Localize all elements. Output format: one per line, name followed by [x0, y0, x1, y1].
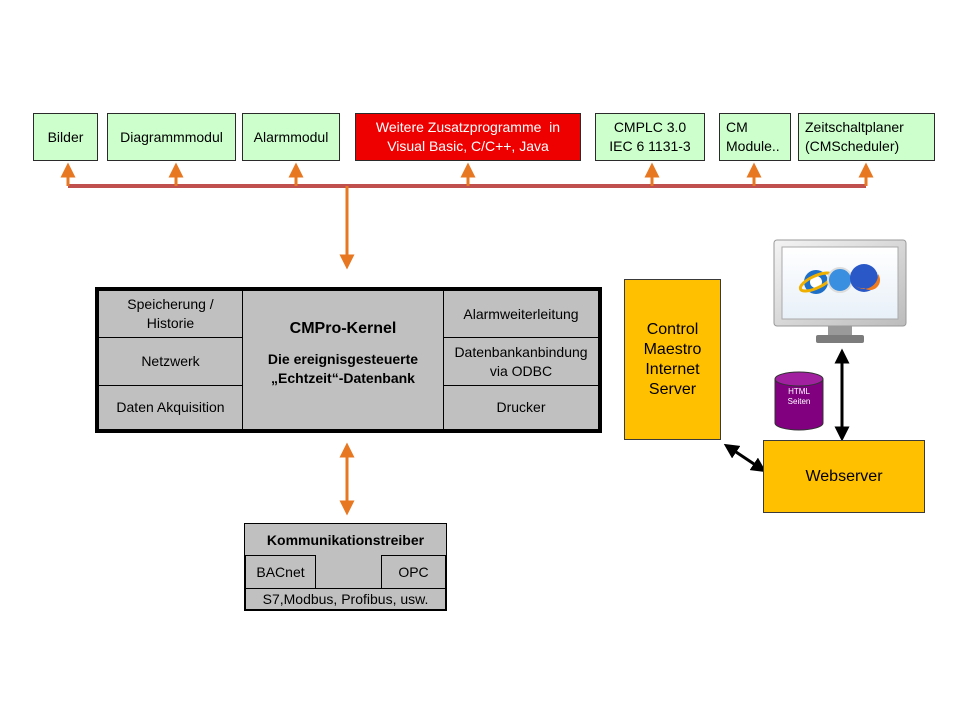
kernel-subtitle: Die ereignisgesteuerte „Echtzeit“-Datenb… [267, 350, 419, 386]
driver-protocols-label: S7,Modbus, Profibus, usw. [262, 591, 429, 607]
html-database-icon: HTML Seiten [773, 371, 825, 431]
html-database-label: HTML Seiten [787, 387, 811, 406]
kernel-cell-drucker: Drucker [443, 385, 599, 430]
kernel-cell-netzwerk-label: Netzwerk [141, 353, 200, 369]
driver-opc-label: OPC [398, 564, 429, 580]
kernel-cell-datenbankanbindung: Datenbankanbindung via ODBC [443, 337, 599, 386]
module-bilder: Bilder [33, 113, 98, 161]
kernel-cell-netzwerk: Netzwerk [98, 337, 243, 386]
kernel-cell-alarmweiterleitung-label: Alarmweiterleitung [463, 305, 579, 322]
webserver-label: Webserver [805, 467, 883, 485]
module-zusatzprogramme: Weitere Zusatzprogramme in Visual Basic,… [355, 113, 581, 161]
kernel-cell-speicherung-label: Speicherung / Historie [127, 296, 214, 331]
module-cmplc-label: CMPLC 3.0 IEC 6 1131-3 [609, 119, 691, 154]
module-zeitschaltplaner-label: Zeitschaltplaner (CMScheduler) [805, 119, 904, 154]
kernel-cell-daten-akquisition-label: Daten Akquisition [116, 399, 225, 415]
module-alarmmodul: Alarmmodul [242, 113, 340, 161]
monitor-browser-icon [772, 238, 908, 348]
module-diagrammmodul: Diagrammmodul [107, 113, 236, 161]
webserver-box: Webserver [763, 440, 925, 513]
kernel-cell-drucker-label: Drucker [496, 399, 546, 415]
server-webserver-arrow [723, 443, 767, 473]
module-cm-module-label: CM Module.. [726, 119, 780, 154]
module-diagrammmodul-label: Diagrammmodul [120, 128, 223, 145]
kernel-cell-datenbankanbindung-label: Datenbankanbindung via ODBC [454, 343, 588, 379]
module-cmplc: CMPLC 3.0 IEC 6 1131-3 [595, 113, 705, 161]
internet-server-label: Control Maestro Internet Server [643, 320, 702, 398]
module-bus-arrows [60, 162, 874, 186]
kernel-cell-alarmweiterleitung: Alarmweiterleitung [443, 290, 599, 338]
kernel-cell-daten-akquisition: Daten Akquisition [98, 385, 243, 430]
kommunikationstreiber-block: Kommunikationstreiber BACnet OPC S7,Modb… [244, 523, 447, 611]
module-bilder-label: Bilder [47, 128, 84, 145]
driver-protocols: S7,Modbus, Profibus, usw. [245, 588, 446, 610]
driver-bacnet: BACnet [245, 555, 316, 589]
module-alarmmodul-label: Alarmmodul [253, 128, 329, 145]
driver-opc: OPC [381, 555, 446, 589]
kernel-center: CMPro-Kernel Die ereignisgesteuerte „Ech… [242, 290, 444, 430]
driver-bacnet-label: BACnet [256, 564, 305, 580]
module-zeitschaltplaner: Zeitschaltplaner (CMScheduler) [798, 113, 935, 161]
kernel-title: CMPro-Kernel [289, 319, 397, 337]
internet-server-box: Control Maestro Internet Server [624, 279, 721, 440]
cmpro-kernel-block: Speicherung / Historie Netzwerk Daten Ak… [95, 287, 602, 433]
kernel-cell-speicherung: Speicherung / Historie [98, 290, 243, 338]
module-zusatzprogramme-label: Weitere Zusatzprogramme in Visual Basic,… [375, 119, 561, 154]
driver-title: Kommunikationstreiber [266, 532, 425, 548]
module-cm-module: CM Module.. [719, 113, 791, 161]
